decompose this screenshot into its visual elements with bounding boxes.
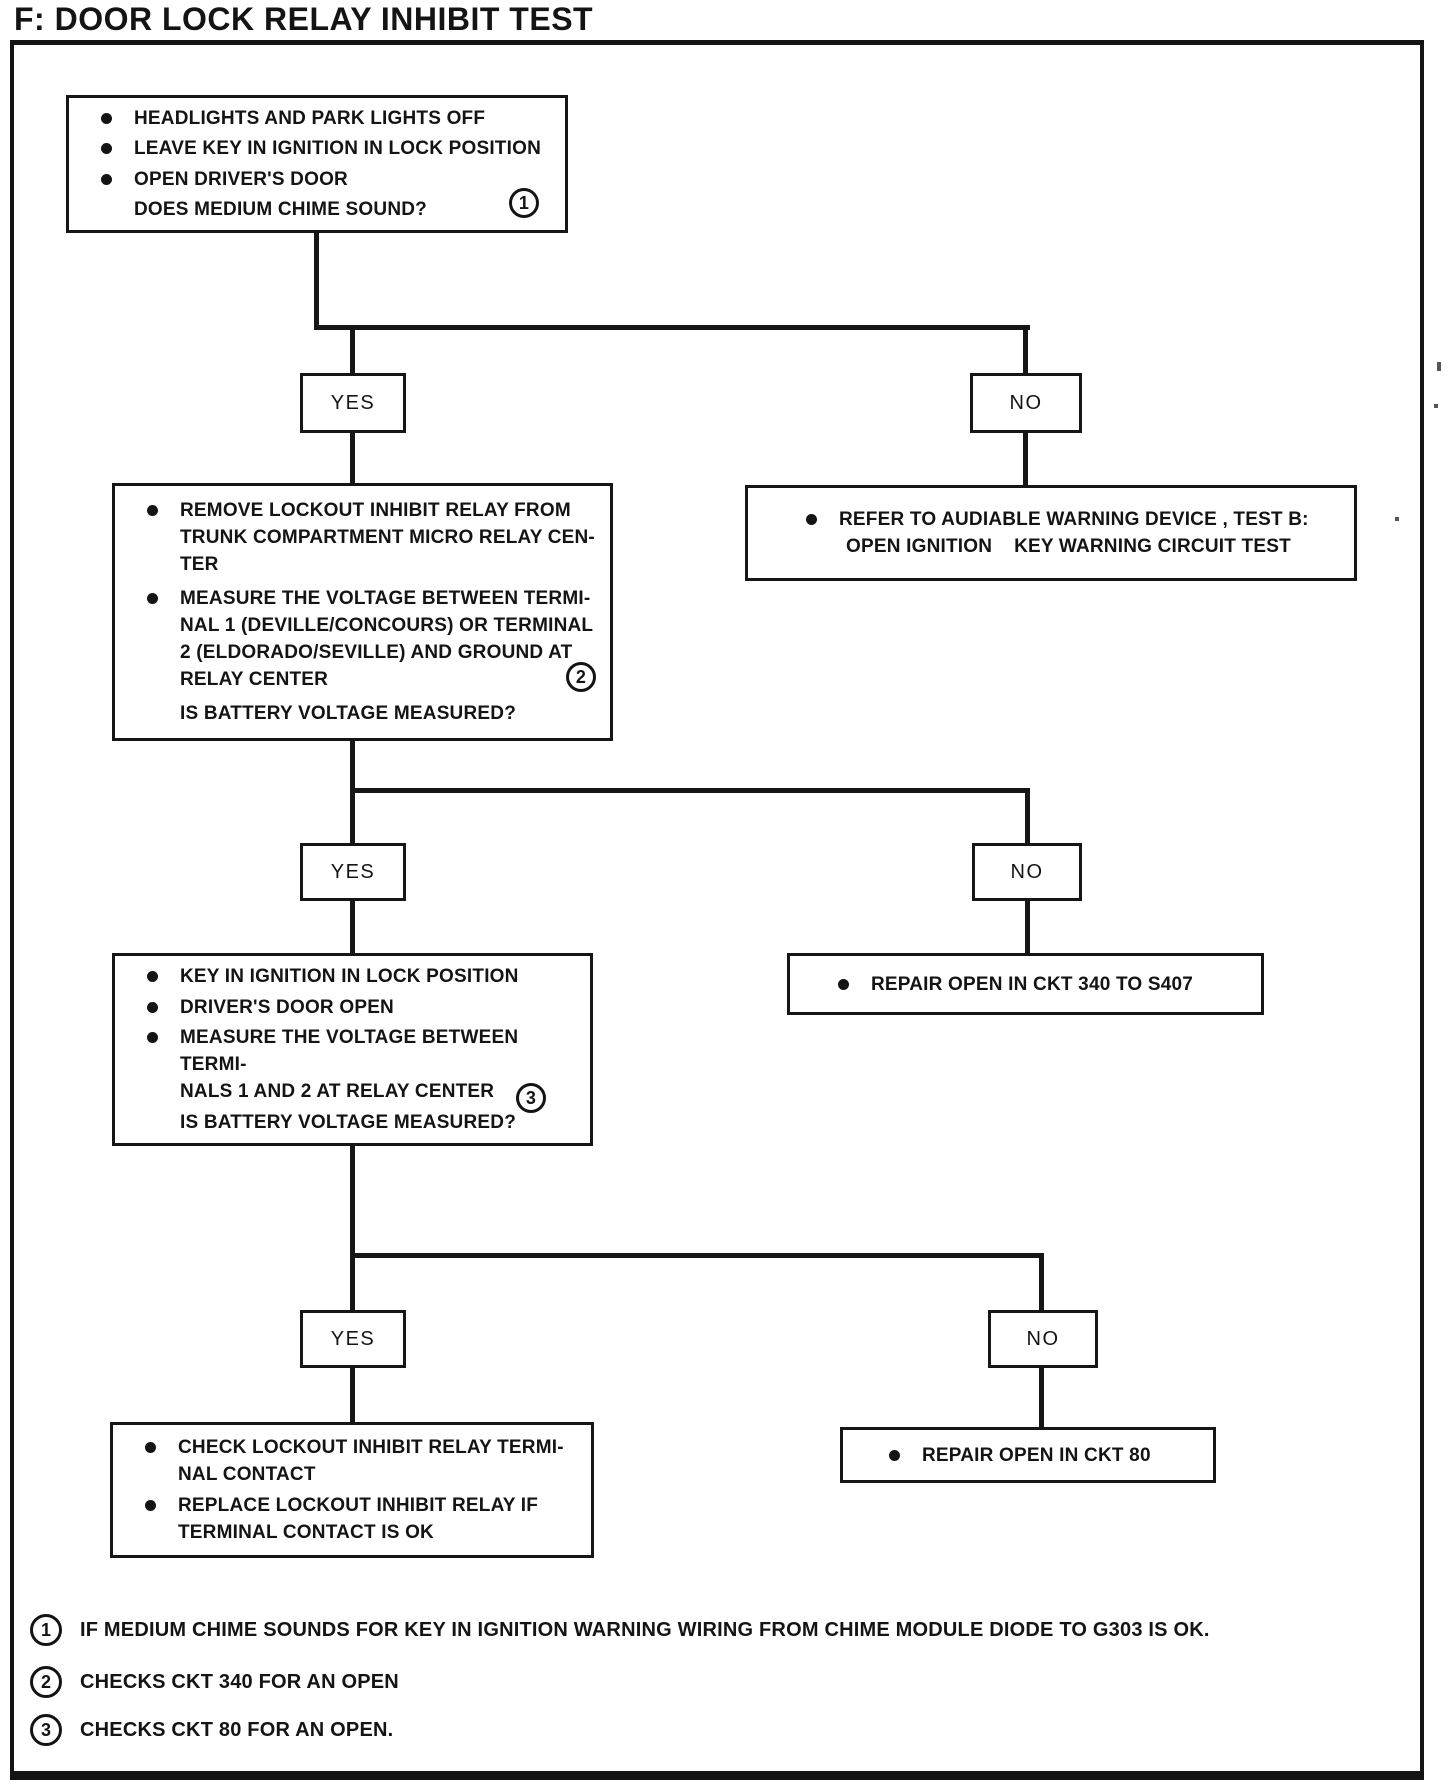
outer-border bbox=[10, 40, 1424, 1780]
bullet-text: OPEN DRIVER'S DOOR bbox=[134, 168, 348, 190]
scan-artifact bbox=[1395, 517, 1399, 521]
footnote-1: 1 IF MEDIUM CHIME SOUNDS FOR KEY IN IGNI… bbox=[30, 1614, 1210, 1646]
branch3-no-box: NO bbox=[988, 1310, 1098, 1368]
bullet-item: LEAVE KEY IN IGNITION IN LOCK POSITION bbox=[77, 135, 557, 162]
bullet-item: CHECK LOCKOUT INHIBIT RELAY TERMI- NAL C… bbox=[121, 1434, 583, 1488]
bullet-icon bbox=[147, 1032, 158, 1044]
bullet-item: KEY IN IGNITION IN LOCK POSITION bbox=[123, 963, 582, 990]
bullet-text: MEASURE THE VOLTAGE BETWEEN TERMI- NALS … bbox=[180, 1027, 519, 1103]
footnote-ref-circle-1: 1 bbox=[509, 188, 539, 218]
bullet-item: DRIVER'S DOOR OPEN bbox=[123, 994, 582, 1021]
connector-stem-yes2 bbox=[350, 899, 355, 955]
connector-stem-q1 bbox=[314, 230, 319, 328]
footnote-number-circle: 2 bbox=[30, 1666, 62, 1698]
branch2-yes-box: YES bbox=[300, 843, 406, 901]
scan-artifact bbox=[1437, 362, 1441, 371]
scan-artifact bbox=[1434, 404, 1438, 408]
bullet-icon bbox=[101, 143, 112, 155]
connector-drop-yes3 bbox=[350, 1253, 355, 1310]
connector-bar-branch2 bbox=[350, 788, 1030, 793]
bullet-item: MEASURE THE VOLTAGE BETWEEN TERMI- NALS … bbox=[123, 1024, 582, 1105]
page-title: F: DOOR LOCK RELAY INHIBIT TEST bbox=[14, 1, 594, 37]
bullet-item: HEADLIGHTS AND PARK LIGHTS OFF bbox=[77, 105, 557, 132]
no-label: NO bbox=[1026, 1327, 1060, 1350]
question-text: IS BATTERY VOLTAGE MEASURED? bbox=[180, 703, 517, 724]
yes-label: YES bbox=[330, 391, 376, 414]
connector-drop-no3 bbox=[1039, 1253, 1044, 1310]
bullet-icon bbox=[147, 593, 158, 604]
bullet-item: REPAIR OPEN IN CKT 80 bbox=[851, 1442, 1205, 1469]
bullet-text: LEAVE KEY IN IGNITION IN LOCK POSITION bbox=[134, 138, 541, 160]
step-box-voltage-terminals-1-2: KEY IN IGNITION IN LOCK POSITION DRIVER'… bbox=[112, 953, 593, 1146]
bullet-text: MEASURE THE VOLTAGE BETWEEN TERMI- NAL 1… bbox=[180, 588, 594, 690]
yes-label: YES bbox=[330, 860, 376, 883]
bullet-text: REPLACE LOCKOUT INHIBIT RELAY IF TERMINA… bbox=[178, 1495, 539, 1544]
question-text: DOES MEDIUM CHIME SOUND? bbox=[134, 198, 427, 220]
branch3-yes-box: YES bbox=[300, 1310, 406, 1368]
no-label: NO bbox=[1010, 860, 1044, 883]
no-label: NO bbox=[1009, 391, 1043, 414]
footnote-ref-circle-2: 2 bbox=[566, 662, 596, 692]
question-text: IS BATTERY VOLTAGE MEASURED? bbox=[180, 1111, 517, 1133]
branch1-no-box: NO bbox=[970, 373, 1082, 433]
connector-stem-no1 bbox=[1023, 431, 1028, 487]
bullet-text: CHECK LOCKOUT INHIBIT RELAY TERMI- NAL C… bbox=[178, 1436, 564, 1485]
bullet-icon bbox=[147, 505, 158, 516]
connector-drop-yes1 bbox=[350, 325, 355, 373]
yes-label: YES bbox=[330, 1327, 376, 1350]
bullet-icon bbox=[806, 514, 817, 525]
action-text-line1: REFER TO AUDIABLE WARNING DEVICE , TEST … bbox=[839, 509, 1309, 530]
bullet-icon bbox=[889, 1449, 900, 1461]
connector-stem-no2 bbox=[1025, 899, 1030, 955]
bullet-icon bbox=[101, 113, 112, 125]
bullet-icon bbox=[145, 1441, 156, 1453]
step-box-voltage-terminal-ground: REMOVE LOCKOUT INHIBIT RELAY FROM TRUNK … bbox=[112, 483, 613, 741]
bullet-text: HEADLIGHTS AND PARK LIGHTS OFF bbox=[134, 108, 486, 130]
bullet-text: KEY IN IGNITION IN LOCK POSITION bbox=[180, 966, 519, 988]
footnote-ref-circle-3: 3 bbox=[516, 1083, 546, 1113]
branch2-no-box: NO bbox=[972, 843, 1082, 901]
footnote-number-circle: 1 bbox=[30, 1614, 62, 1646]
bullet-icon bbox=[147, 1001, 158, 1013]
action-text-line2: OPEN IGNITION KEY WARNING CIRCUIT TEST bbox=[846, 536, 1291, 557]
footnote-3: 3 CHECKS CKT 80 FOR AN OPEN. bbox=[30, 1714, 393, 1746]
bullet-icon bbox=[147, 971, 158, 983]
bullet-text: REMOVE LOCKOUT INHIBIT RELAY FROM TRUNK … bbox=[180, 500, 595, 575]
bullet-icon bbox=[838, 978, 849, 990]
bullet-item: REPLACE LOCKOUT INHIBIT RELAY IF TERMINA… bbox=[121, 1492, 583, 1546]
bullet-item: MEASURE THE VOLTAGE BETWEEN TERMI- NAL 1… bbox=[123, 585, 602, 693]
footnote-2: 2 CHECKS CKT 340 FOR AN OPEN bbox=[30, 1666, 399, 1698]
connector-bar-branch1 bbox=[314, 325, 1030, 330]
connector-stem-q2 bbox=[350, 739, 355, 793]
action-text: REPAIR OPEN IN CKT 340 TO S407 bbox=[871, 973, 1194, 995]
connector-stem-yes3 bbox=[350, 1366, 355, 1424]
connector-drop-no1 bbox=[1023, 325, 1028, 373]
bullet-item: REMOVE LOCKOUT INHIBIT RELAY FROM TRUNK … bbox=[123, 497, 602, 578]
branch1-yes-box: YES bbox=[300, 373, 406, 433]
bullet-text: DRIVER'S DOOR OPEN bbox=[180, 996, 394, 1018]
connector-stem-q3 bbox=[350, 1144, 355, 1257]
action-box-repair-ckt340: REPAIR OPEN IN CKT 340 TO S407 bbox=[787, 953, 1264, 1015]
step-box-chime-test: HEADLIGHTS AND PARK LIGHTS OFF LEAVE KEY… bbox=[66, 95, 568, 233]
action-box-refer-test-b: REFER TO AUDIABLE WARNING DEVICE , TEST … bbox=[745, 485, 1357, 581]
connector-drop-yes2 bbox=[350, 788, 355, 843]
connector-stem-yes1 bbox=[350, 431, 355, 485]
footnote-text: CHECKS CKT 80 FOR AN OPEN. bbox=[80, 1718, 394, 1741]
action-text: REPAIR OPEN IN CKT 80 bbox=[922, 1444, 1151, 1466]
footnote-text: IF MEDIUM CHIME SOUNDS FOR KEY IN IGNITI… bbox=[80, 1618, 1210, 1641]
connector-stem-no3 bbox=[1039, 1366, 1044, 1427]
connector-drop-no2 bbox=[1025, 788, 1030, 843]
footnote-number-circle: 3 bbox=[30, 1714, 62, 1746]
action-box-check-replace-relay: CHECK LOCKOUT INHIBIT RELAY TERMI- NAL C… bbox=[110, 1422, 594, 1558]
bullet-icon bbox=[101, 173, 112, 185]
footnote-text: CHECKS CKT 340 FOR AN OPEN bbox=[80, 1670, 399, 1693]
action-box-repair-ckt80: REPAIR OPEN IN CKT 80 bbox=[840, 1427, 1216, 1483]
bullet-icon bbox=[145, 1500, 156, 1512]
bullet-item: OPEN DRIVER'S DOOR bbox=[77, 166, 557, 193]
bullet-item: REFER TO AUDIABLE WARNING DEVICE , TEST … bbox=[756, 506, 1346, 533]
connector-bar-branch3 bbox=[350, 1253, 1044, 1258]
bullet-item: REPAIR OPEN IN CKT 340 TO S407 bbox=[798, 971, 1253, 998]
